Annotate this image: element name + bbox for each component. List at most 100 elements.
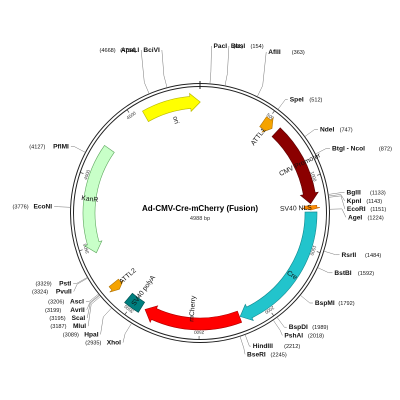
tick-mark [126, 109, 130, 113]
tick-mark [316, 251, 321, 253]
site-leader-line [328, 194, 345, 202]
site-name: BciVI [143, 47, 160, 54]
site-name: BseRI [247, 351, 266, 358]
backbone [70, 81, 330, 343]
tick-label: 500 [266, 112, 275, 121]
site-position: (1792) [338, 301, 354, 307]
site-position: (3195) [49, 316, 65, 322]
site-leader-line [328, 195, 346, 210]
site-name: PshAI [284, 332, 303, 339]
site-leader-line [87, 296, 101, 327]
site-position: (2245) [271, 352, 287, 358]
site-position: (4668) [99, 48, 115, 54]
site-leader-line [328, 192, 345, 195]
site-position: (1151) [370, 207, 386, 213]
site-position: (1484) [365, 253, 381, 259]
site-name: AvrII [70, 307, 85, 314]
feature-cre [239, 211, 318, 321]
site-leader-line [122, 322, 132, 343]
tick-mark [272, 110, 275, 114]
site-name: BbsI [231, 43, 245, 50]
site-name: PstI [59, 280, 71, 287]
site-name: XhoI [107, 340, 121, 347]
site-name: BstBI [334, 270, 351, 277]
site-leader-line [239, 336, 246, 355]
site-position: (1133) [370, 191, 386, 197]
site-name: PflMI [53, 144, 69, 151]
site-leader-line [73, 277, 89, 292]
site-name: BtgI - NcoI [332, 145, 365, 152]
site-name: BglII [346, 190, 360, 197]
site-position: (3199) [45, 308, 61, 314]
tick-mark [124, 311, 128, 315]
site-position: (4784) [120, 48, 136, 54]
site-leader-line [161, 49, 168, 88]
site-name: SpeI [290, 97, 304, 104]
feature-attl1 [259, 116, 274, 133]
site-leader-line [272, 319, 283, 336]
site-position: (2212) [284, 344, 300, 350]
tick-label: 3000 [123, 304, 135, 314]
site-name: RsrII [342, 252, 357, 259]
site-position: (4127) [29, 145, 45, 151]
site-leader-line [73, 277, 88, 284]
site-leader-line [70, 146, 86, 153]
site-name: MluI [73, 323, 86, 330]
feature-kanr [82, 144, 115, 254]
site-leader-line [86, 294, 100, 310]
site-leader-line [209, 45, 212, 84]
site-name: ScaI [72, 315, 86, 322]
site-position: (872) [379, 146, 392, 152]
site-leader-line [224, 45, 230, 86]
site-position: (3206) [48, 300, 64, 306]
site-leader-line [315, 148, 331, 155]
site-position: (3776) [12, 205, 28, 211]
site-name: EcoNI [33, 204, 52, 211]
feature-sv40nls [301, 205, 320, 211]
site-leader-line [256, 51, 267, 97]
site-name: NdeI [320, 126, 334, 133]
site-position: (1224) [368, 215, 384, 221]
site-leader-line [329, 208, 347, 218]
site-name: BspMI [315, 300, 335, 307]
site-name: ApaLI [121, 47, 139, 54]
site-leader-line [304, 129, 318, 137]
tick-label: 1000 [310, 171, 318, 183]
site-leader-line [85, 293, 99, 302]
site-position: (1989) [312, 325, 328, 331]
site-position: (3329) [35, 281, 51, 287]
plasmid-length: 4988 bp [190, 216, 210, 222]
site-position: (3324) [32, 290, 48, 296]
site-leader-line [140, 49, 150, 94]
site-name: AscI [70, 299, 84, 306]
site-position: (1143) [366, 199, 382, 205]
feature-label-sv40nls: SV40 NLS [280, 205, 312, 213]
site-leader-line [54, 206, 71, 208]
site-name: KpnI [347, 198, 362, 205]
site-name: BspDI [289, 324, 308, 331]
site-leader-line [86, 295, 101, 319]
site-name: EcoRI [347, 206, 366, 213]
site-name: PacI [214, 43, 228, 50]
site-position: (1592) [358, 271, 374, 277]
backbone-inner-ring [73, 86, 327, 340]
tick-mark [271, 312, 274, 316]
site-name: AgeI [348, 214, 362, 221]
feature-cmv [271, 127, 319, 205]
site-position: (154) [251, 44, 264, 50]
site-position: (2018) [308, 333, 324, 339]
site-position: (747) [340, 127, 353, 133]
site-position: (3187) [50, 324, 66, 330]
feature-label-kanr: KanR [81, 195, 99, 204]
feature-sv40polya [124, 292, 146, 313]
tick-mark [79, 249, 83, 252]
restriction-sites: PacI(61)BbsI(154)AflII(363)SpeI(512)NdeI… [12, 43, 392, 358]
plasmid-name: Ad-CMV-Cre-mCherry (Fusion) [142, 204, 258, 213]
feature-label-attl2: ATTL2 [118, 267, 138, 286]
backbone-outer-ring [70, 83, 330, 343]
site-name: AflII [268, 49, 281, 56]
site-name: PvuII [56, 289, 72, 296]
site-position: (363) [292, 50, 305, 56]
feature-label-mcherry: mCherry [188, 295, 197, 322]
